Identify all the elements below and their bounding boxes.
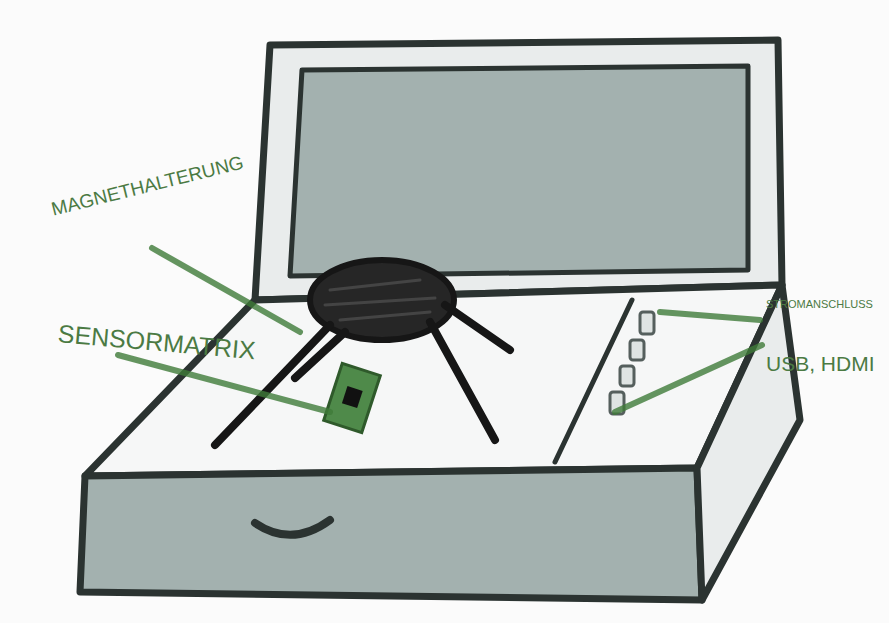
power-port (640, 312, 654, 334)
handle (255, 520, 330, 535)
lid-frame (255, 40, 782, 300)
leader-lines (118, 248, 762, 412)
sensor-chip (342, 386, 363, 408)
part-label: SENSORMATRIX (57, 320, 257, 365)
device (215, 260, 510, 445)
part-label: MAGNETHALTERUNG (49, 153, 245, 221)
leg (445, 305, 510, 350)
leg (430, 322, 495, 440)
base-side (697, 285, 800, 600)
part-label: USB, HDMI (766, 352, 875, 375)
hatching (325, 280, 435, 320)
sensor-board (324, 363, 381, 432)
sensor-matrix (324, 363, 381, 432)
leg (295, 332, 345, 378)
leader-line (660, 312, 760, 320)
usb-port (630, 340, 644, 360)
part-label: STROMANSCHLUSS (766, 298, 873, 310)
suitcase (80, 40, 800, 600)
leader-line (152, 248, 300, 332)
leader-line (118, 355, 330, 412)
lid-panel (290, 66, 748, 276)
usb-port (620, 366, 634, 386)
leader-line (615, 345, 762, 412)
base-front (80, 468, 702, 600)
